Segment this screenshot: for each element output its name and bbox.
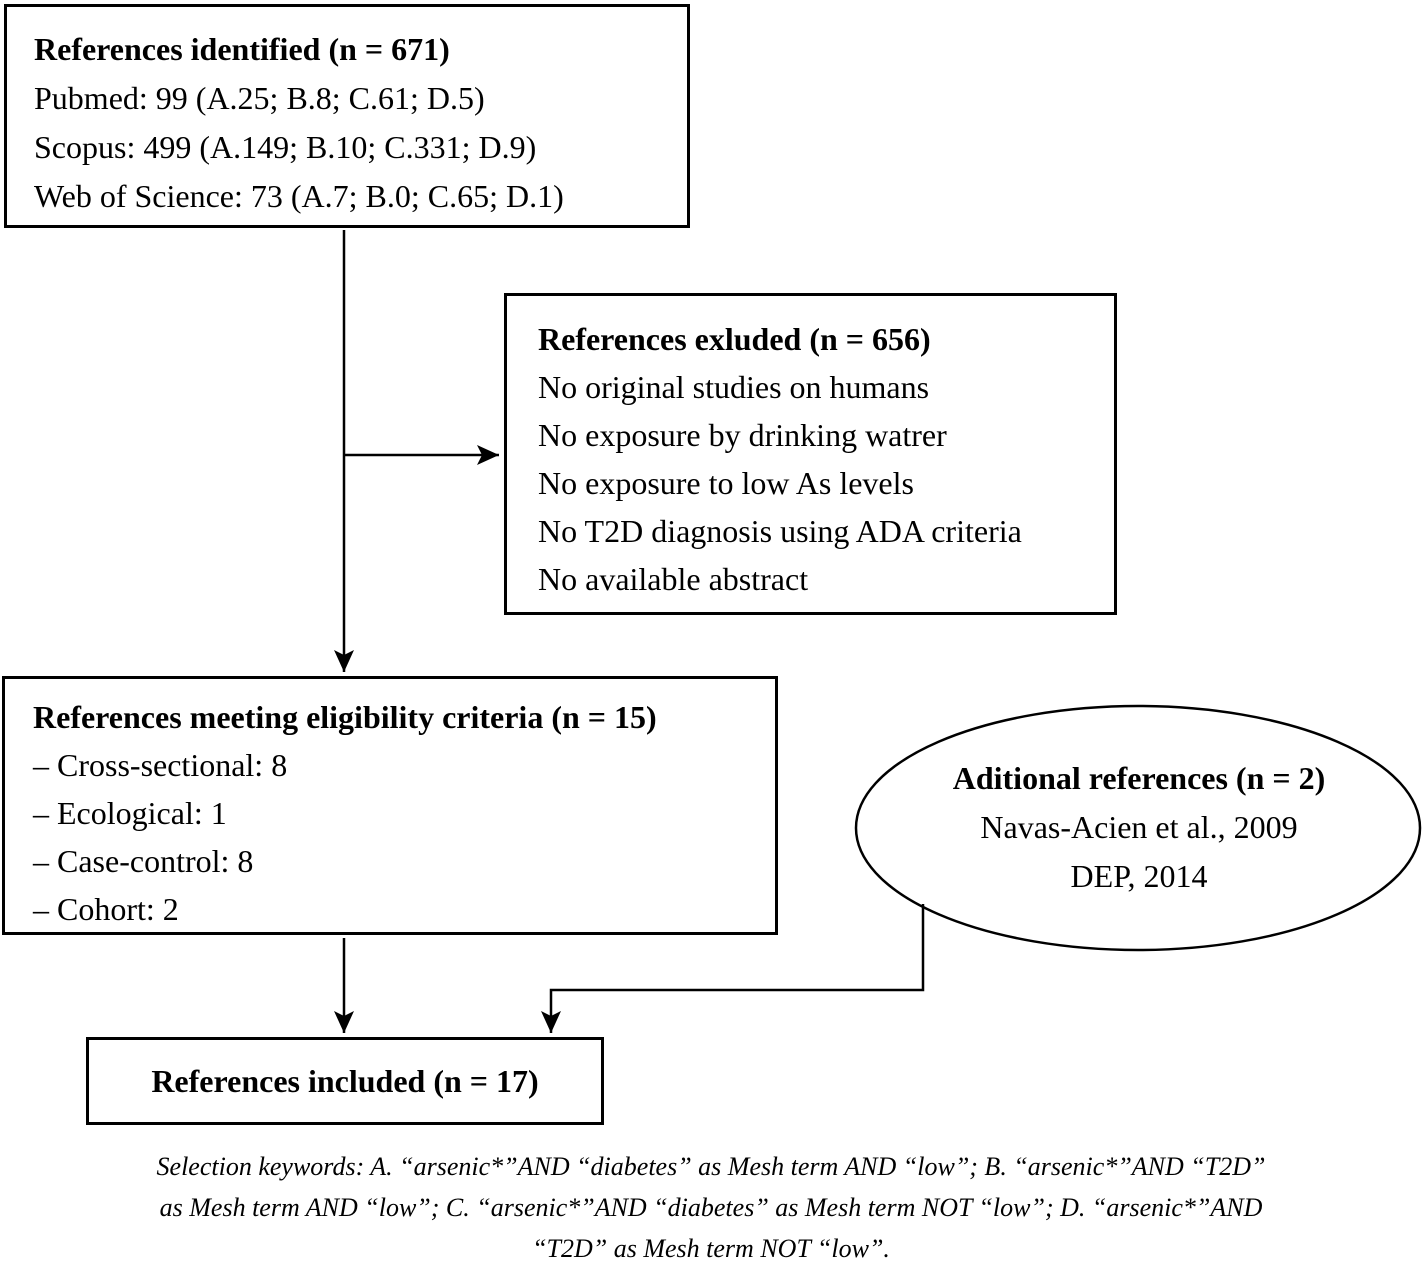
- selection-keywords-note: Selection keywords: A. “arsenic*”AND “di…: [0, 1146, 1422, 1266]
- identified-line-pubmed: Pubmed: 99 (A.25; B.8; C.61; D.5): [34, 80, 485, 116]
- identified-title: References identified (n = 671): [34, 31, 450, 67]
- excluded-reason: No exposure to low As levels: [538, 465, 914, 501]
- selection-keywords-line: as Mesh term AND “low”; C. “arsenic*”AND…: [159, 1193, 1263, 1222]
- additional-reference: Navas-Acien et al., 2009: [980, 809, 1298, 845]
- box-references-identified: References identified (n = 671) Pubmed: …: [4, 4, 690, 228]
- eligible-title: References meeting eligibility criteria …: [33, 699, 657, 735]
- excluded-title: References exluded (n = 656): [538, 321, 931, 357]
- box-references-included: References included (n = 17): [86, 1037, 604, 1125]
- excluded-reason: No T2D diagnosis using ADA criteria: [538, 513, 1022, 549]
- additional-references-content: Aditional references (n = 2) Navas-Acien…: [856, 754, 1422, 901]
- eligible-study-type: – Cross-sectional: 8: [33, 747, 288, 783]
- eligible-study-type: – Cohort: 2: [33, 891, 179, 927]
- selection-keywords-line: “T2D” as Mesh term NOT “low”.: [532, 1234, 890, 1263]
- box-references-eligible: References meeting eligibility criteria …: [2, 676, 778, 935]
- eligible-study-type: – Case-control: 8: [33, 843, 254, 879]
- eligible-study-type: – Ecological: 1: [33, 795, 227, 831]
- identified-line-web-of-science: Web of Science: 73 (A.7; B.0; C.65; D.1): [34, 178, 564, 214]
- additional-title: Aditional references (n = 2): [952, 760, 1326, 796]
- additional-reference: DEP, 2014: [1070, 858, 1208, 894]
- identified-line-scopus: Scopus: 499 (A.149; B.10; C.331; D.9): [34, 129, 537, 165]
- selection-keywords-line: Selection keywords: A. “arsenic*”AND “di…: [156, 1152, 1266, 1181]
- excluded-reason: No available abstract: [538, 561, 809, 597]
- excluded-reason: No original studies on humans: [538, 369, 930, 405]
- excluded-reason: No exposure by drinking watrer: [538, 417, 947, 453]
- box-references-excluded: References exluded (n = 656) No original…: [504, 293, 1117, 615]
- included-title: References included (n = 17): [151, 1062, 539, 1099]
